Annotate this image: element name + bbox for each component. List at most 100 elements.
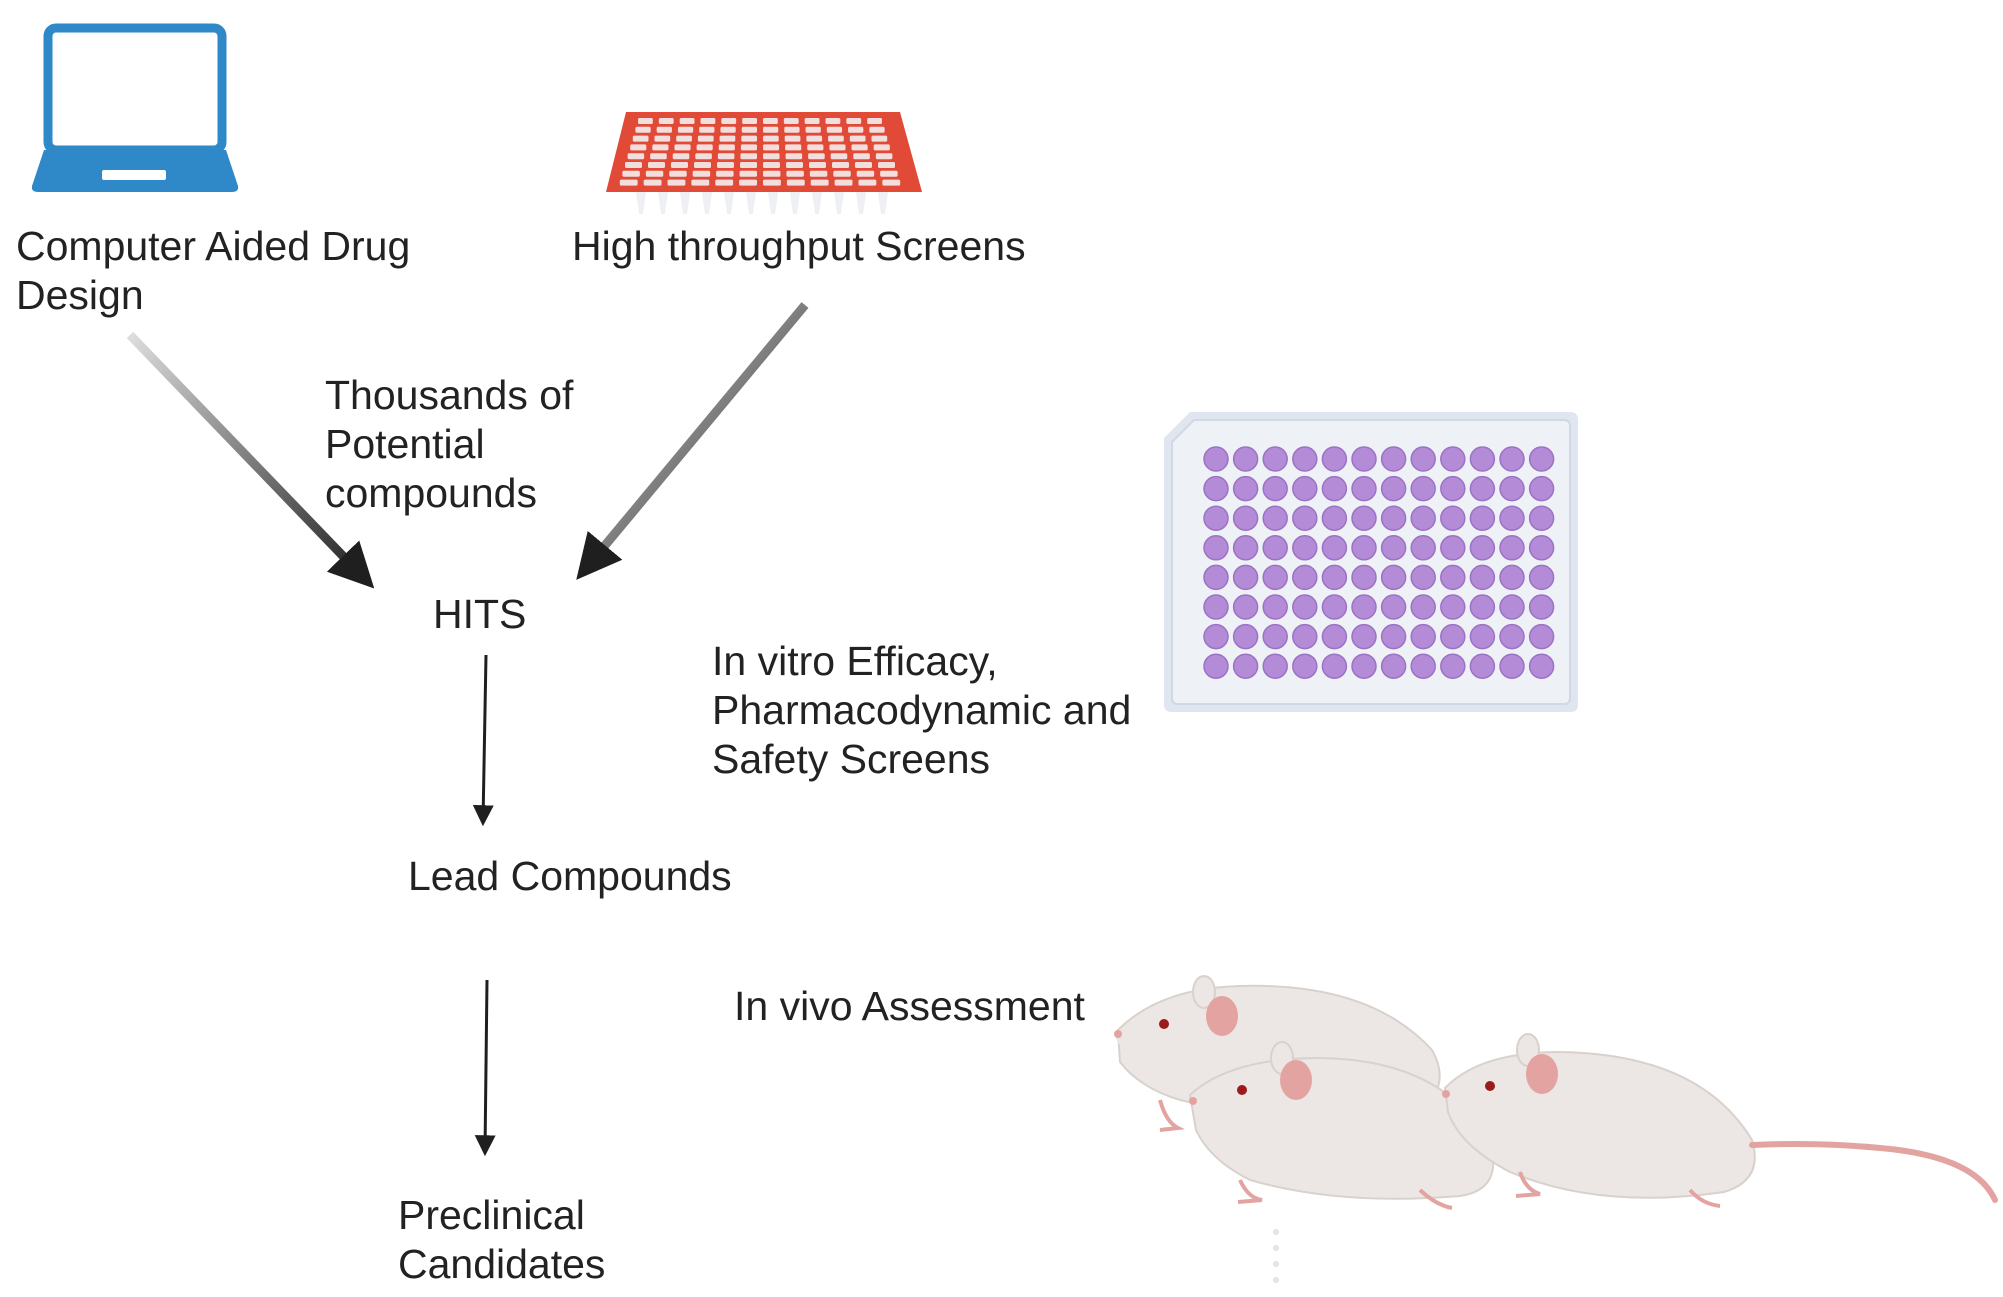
plate-well xyxy=(1203,475,1229,502)
arrow-lead-to-preclinical xyxy=(474,979,496,1157)
pcr-well xyxy=(654,135,671,142)
plate-well xyxy=(1351,594,1377,620)
plate-well xyxy=(1469,535,1496,561)
pcr-well xyxy=(763,135,779,142)
plate-well xyxy=(1203,623,1229,650)
pcr-well xyxy=(656,126,672,133)
plate-well xyxy=(1499,653,1525,679)
plate-well xyxy=(1499,446,1525,472)
pcr-well xyxy=(880,170,898,177)
plate-well xyxy=(1528,564,1555,591)
plate-well xyxy=(1499,623,1525,650)
pcr-well xyxy=(671,162,688,168)
plate-well xyxy=(1232,475,1259,502)
plate-well xyxy=(1380,564,1407,591)
plate-well xyxy=(1292,446,1318,472)
plate-well xyxy=(1232,535,1259,561)
pcr-well xyxy=(875,153,893,160)
plate-well xyxy=(1410,505,1436,531)
pcr-well xyxy=(715,179,734,186)
plate-well xyxy=(1292,594,1318,620)
pcr-tube xyxy=(746,192,756,214)
pcr-well xyxy=(805,126,821,133)
plate-well xyxy=(1499,505,1525,531)
pcr-well xyxy=(806,135,823,142)
mice-icon xyxy=(1114,975,1998,1283)
pcr-well xyxy=(674,144,691,151)
in-vitro-screens-label: In vitro Efficacy, Pharmacodynamic and S… xyxy=(712,638,1132,782)
pcr-well xyxy=(829,144,846,151)
pcr-well xyxy=(630,144,647,151)
pcr-well xyxy=(740,144,757,151)
pcr-well xyxy=(716,170,734,177)
pcr-well xyxy=(652,144,669,151)
pcr-tube xyxy=(790,192,800,214)
plate-well xyxy=(1262,564,1288,591)
arrow-hts-to-hits xyxy=(576,302,809,580)
pcr-tube xyxy=(856,192,866,214)
pcr-well xyxy=(785,144,802,151)
plate-well xyxy=(1262,505,1288,531)
plate-well xyxy=(1528,475,1555,502)
lead-compounds-label: Lead Compounds xyxy=(408,853,732,899)
pcr-well xyxy=(632,135,649,142)
plate-well xyxy=(1410,564,1436,591)
pcr-well xyxy=(825,118,841,124)
plate-well xyxy=(1499,594,1525,620)
pcr-well xyxy=(676,135,692,142)
plate-well xyxy=(1469,653,1496,679)
plate-well xyxy=(1262,535,1288,561)
plate-well xyxy=(1321,653,1348,679)
plate-well xyxy=(1440,623,1466,650)
pcr-plate-icon xyxy=(606,112,922,214)
plate-well xyxy=(1203,535,1229,561)
pcr-well xyxy=(763,179,781,186)
plate-well xyxy=(1528,505,1555,531)
plate-well xyxy=(1262,446,1288,472)
plate-well xyxy=(1499,535,1525,561)
plate-well xyxy=(1351,623,1377,650)
pcr-well xyxy=(643,179,662,186)
pcr-well xyxy=(853,153,870,160)
pcr-well xyxy=(650,153,667,160)
plate-well xyxy=(1440,505,1466,531)
plate-well xyxy=(1440,535,1466,561)
plate-well xyxy=(1292,653,1318,679)
pcr-well xyxy=(786,179,805,186)
plate-well xyxy=(1499,564,1525,591)
plate-well xyxy=(1469,564,1496,591)
plate-well xyxy=(1292,623,1318,650)
plate-well xyxy=(1321,623,1348,650)
pcr-well xyxy=(717,153,735,160)
pcr-well xyxy=(763,126,779,133)
pcr-tube xyxy=(878,192,888,214)
plate-well xyxy=(1292,535,1318,561)
plate-well xyxy=(1321,505,1348,531)
pcr-tube xyxy=(658,192,668,214)
pcr-well xyxy=(763,153,780,160)
plate-well xyxy=(1528,446,1555,472)
plate-well xyxy=(1469,594,1496,620)
pcr-well xyxy=(718,144,735,151)
plate-well xyxy=(1203,653,1229,679)
pcr-well xyxy=(858,179,877,186)
pcr-well xyxy=(694,162,711,168)
pcr-well xyxy=(645,170,664,177)
pcr-well xyxy=(786,170,804,177)
plate-well xyxy=(1410,594,1436,620)
plate-well xyxy=(1380,475,1407,502)
pcr-well xyxy=(719,135,736,142)
plate-well xyxy=(1440,594,1466,620)
plate-well xyxy=(1380,505,1407,531)
in-vivo-assessment-label: In vivo Assessment xyxy=(734,983,1085,1029)
high-throughput-screens-label: High throughput Screens xyxy=(572,223,1026,269)
plate-well xyxy=(1262,623,1288,650)
plate-well xyxy=(1380,446,1407,472)
pcr-well xyxy=(721,118,737,124)
pcr-well xyxy=(638,118,653,124)
plate-well xyxy=(1528,623,1555,650)
pcr-well xyxy=(739,179,757,186)
plate-well xyxy=(1351,505,1377,531)
pcr-well xyxy=(619,179,638,186)
